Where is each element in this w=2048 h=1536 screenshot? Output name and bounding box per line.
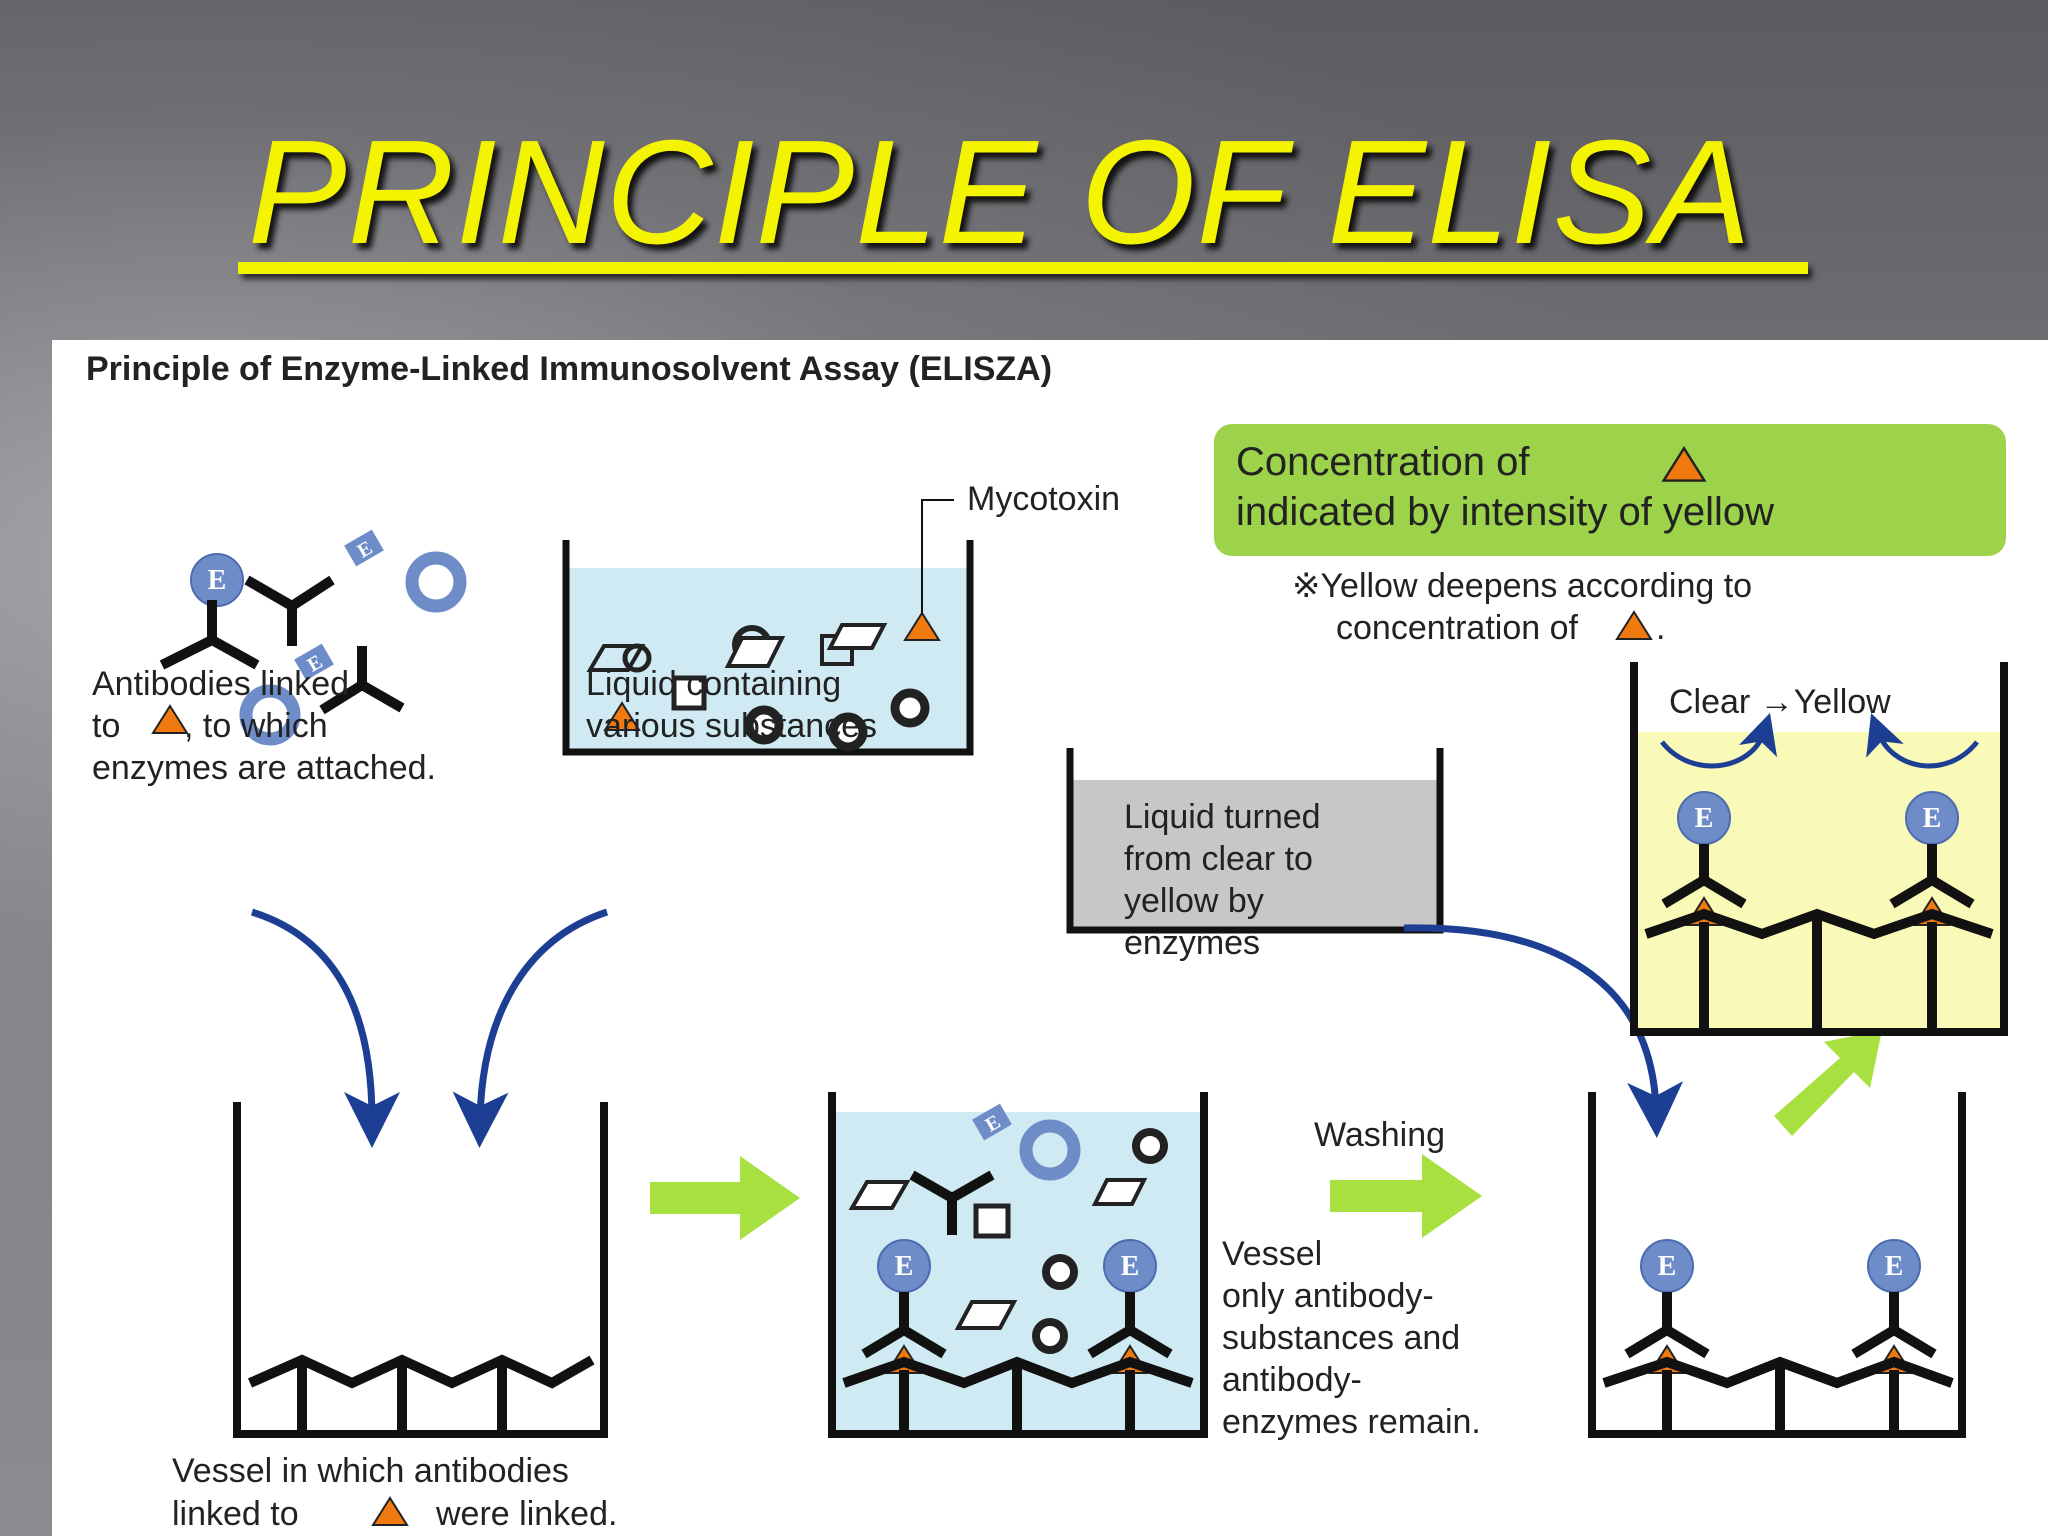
slide-title: PRINCIPLE OF ELISA [248, 110, 1752, 275]
antibody-enzyme-conjugates: E E [159, 529, 460, 739]
title-underline [238, 262, 1808, 274]
vessel-caption: Vessel in which antibodies linked to wer… [172, 1452, 617, 1533]
gray-liquid-caption: Liquid turned from clear to yellow by en… [1124, 798, 1330, 962]
mycotoxin-label: Mycotoxin [967, 480, 1120, 518]
concentration-box: Concentration of indicated by intensity … [1214, 424, 2006, 556]
result-vessel [1630, 662, 2008, 1036]
antibodies-caption: Antibodies linked to , to which enzymes … [92, 665, 436, 787]
washed-vessel [1588, 1092, 1966, 1438]
concentration-note: ※Yellow deepens according to concentrati… [1292, 567, 1762, 647]
green-arrow-result [1774, 1030, 1882, 1136]
green-arrow-step1 [650, 1156, 800, 1240]
figure-heading: Principle of Enzyme-Linked Immunosolvent… [86, 350, 1052, 388]
elisa-figure: E Principle of Enzyme-Linked Immunosolve… [52, 340, 2048, 1536]
arrow-antibodies-to-vessel [250, 908, 400, 1148]
washing-label: Washing [1314, 1116, 1445, 1154]
reaction-vessel: E [828, 1092, 1208, 1438]
substrate-liquid-beaker [1066, 748, 1444, 934]
mycotoxin-triangle-icon [1616, 611, 1652, 640]
washed-vessel-caption: Vessel only antibody- substances and ant… [1222, 1235, 1481, 1441]
svg-text:Concentration of indicat: Concentration of indicated by intensity … [1236, 440, 1774, 534]
green-arrow-washing [1330, 1154, 1482, 1238]
clear-to-yellow-label: Clear →Yellow [1669, 683, 1891, 721]
arrow-liquid-to-vessel [452, 908, 609, 1148]
liquid-caption: Liquid containing various substances [586, 665, 877, 745]
mycotoxin-triangle-icon [372, 1497, 408, 1526]
liquid-beaker [562, 499, 974, 756]
arrow-substrate-to-vessel [1403, 924, 1684, 1138]
mycotoxin-triangle-icon [152, 705, 188, 734]
antibody-coated-vessel [233, 1102, 608, 1438]
